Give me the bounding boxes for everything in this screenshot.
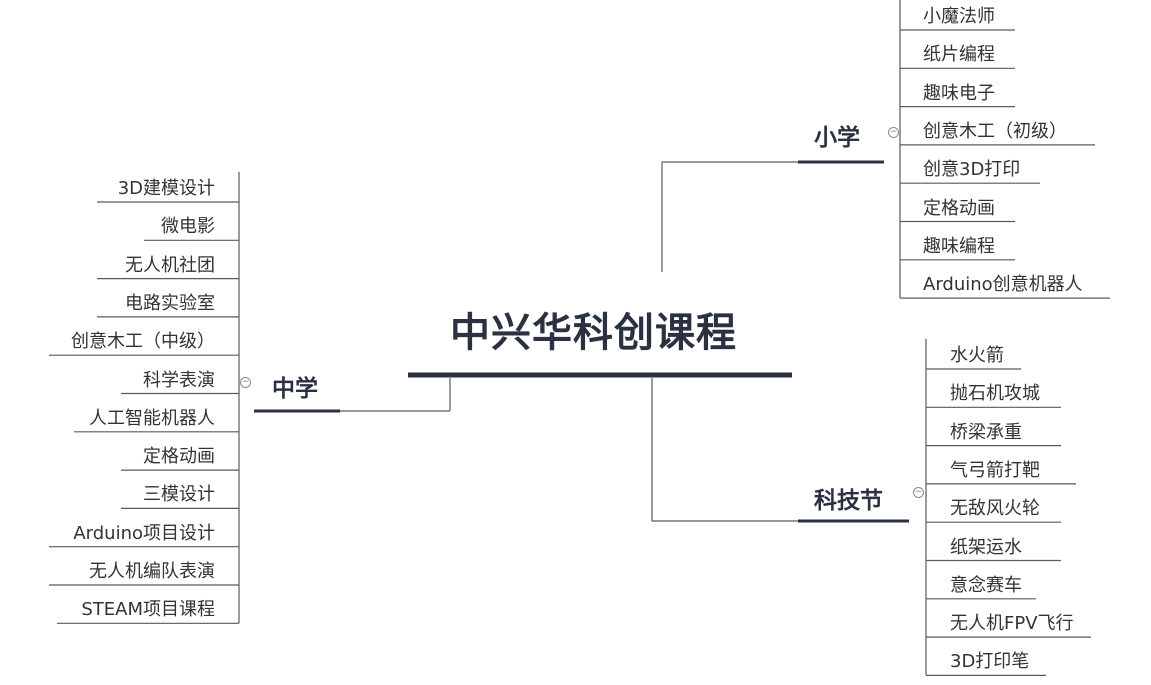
leaf-kejijie-0[interactable]: 水火箭 (950, 345, 1004, 366)
leaf-kejijie-3[interactable]: 气弓箭打靶 (950, 459, 1040, 481)
leaf-xiaoxue-0[interactable]: 小魔法师 (923, 6, 995, 27)
branch-node-zhongxue[interactable]: 中学 (272, 376, 318, 402)
leaf-zhongxue-0[interactable]: 3D建模设计 (117, 178, 215, 199)
leaf-zhongxue-7[interactable]: 定格动画 (143, 446, 215, 468)
leaf-kejijie-6[interactable]: 意念赛车 (950, 574, 1022, 596)
leaf-zhongxue-2[interactable]: 无人机社团 (125, 254, 215, 276)
branch-node-xiaoxue[interactable]: 小学 (814, 125, 860, 151)
leaf-xiaoxue-4[interactable]: 创意3D打印 (923, 159, 1021, 181)
leaf-zhongxue-4[interactable]: 创意木工（中级） (71, 331, 215, 353)
root-node-title[interactable]: 中兴华科创课程 (450, 310, 737, 356)
leaf-xiaoxue-7[interactable]: Arduino创意机器人 (923, 274, 1083, 296)
leaf-kejijie-5[interactable]: 纸架运水 (950, 536, 1022, 558)
leaf-zhongxue-6[interactable]: 人工智能机器人 (89, 407, 215, 429)
leaf-zhongxue-9[interactable]: Arduino项目设计 (73, 522, 215, 544)
collapse-xiaoxue-icon[interactable]: − (888, 127, 899, 138)
leaf-kejijie-2[interactable]: 桥梁承重 (950, 421, 1022, 443)
leaf-xiaoxue-5[interactable]: 定格动画 (923, 197, 995, 219)
leaf-zhongxue-3[interactable]: 电路实验室 (125, 292, 215, 314)
leaf-zhongxue-8[interactable]: 三模设计 (143, 484, 215, 506)
leaf-kejijie-4[interactable]: 无敌风火轮 (950, 498, 1040, 520)
leaf-zhongxue-11[interactable]: STEAM项目课程 (81, 599, 215, 621)
leaf-kejijie-7[interactable]: 无人机FPV飞行 (950, 613, 1074, 635)
leaf-xiaoxue-2[interactable]: 趣味电子 (923, 82, 995, 104)
leaf-zhongxue-1[interactable]: 微电影 (161, 216, 215, 238)
collapse-zhongxue-icon[interactable]: − (240, 377, 251, 388)
branch-node-kejijie[interactable]: 科技节 (814, 488, 883, 514)
collapse-kejijie-icon[interactable]: − (913, 487, 924, 498)
leaf-xiaoxue-3[interactable]: 创意木工（初级） (923, 120, 1067, 142)
leaf-xiaoxue-6[interactable]: 趣味编程 (923, 235, 995, 257)
leaf-kejijie-1[interactable]: 抛石机攻城 (950, 383, 1040, 405)
leaf-xiaoxue-1[interactable]: 纸片编程 (923, 44, 995, 66)
leaf-zhongxue-5[interactable]: 科学表演 (143, 369, 215, 391)
leaf-kejijie-8[interactable]: 3D打印笔 (950, 651, 1030, 673)
leaf-zhongxue-10[interactable]: 无人机编队表演 (89, 561, 215, 582)
